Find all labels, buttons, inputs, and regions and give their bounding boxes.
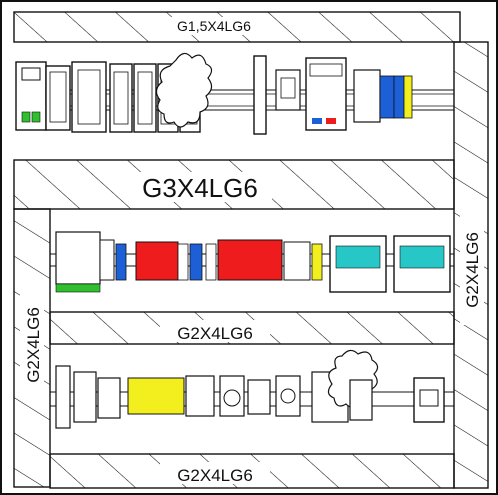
- duct-label-middle: G3X4LG6: [142, 173, 258, 203]
- duct-label-bottom: G2X4LG6: [177, 466, 253, 485]
- power-supply-icon: [305, 57, 347, 131]
- socket-icon: [413, 377, 445, 423]
- duct-lower: G2X4LG6: [49, 311, 455, 345]
- duct-middle: G3X4LG6: [13, 159, 455, 210]
- cable-bundle-icon: [155, 52, 213, 128]
- duct-top: G1,5X4LG6: [13, 11, 461, 43]
- circuit-breaker-icon: [15, 61, 71, 131]
- terminal-block-icon: [353, 69, 413, 123]
- duct-label-right: G2X4LG6: [463, 232, 482, 308]
- duct-label-left: G2X4LG6: [24, 307, 43, 383]
- duct-label-lower: G2X4LG6: [177, 324, 253, 343]
- row-2: [49, 231, 455, 293]
- duct-label-top: G1,5X4LG6: [177, 18, 251, 34]
- row-3: [49, 349, 455, 429]
- duct-bottom: G2X4LG6: [49, 453, 455, 489]
- duct-left: G2X4LG6: [13, 208, 51, 488]
- row-1: [15, 52, 455, 135]
- duct-right: G2X4LG6: [453, 41, 489, 489]
